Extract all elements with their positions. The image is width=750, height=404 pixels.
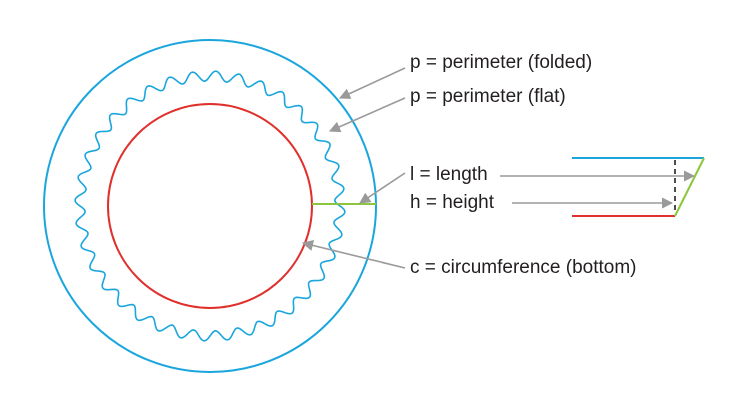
pointer-arrow-perimeter-folded <box>338 67 406 99</box>
label-perimeter-folded: p = perimeter (folded) <box>410 52 593 73</box>
wavy-circle-flat-perimeter <box>74 70 346 342</box>
label-height: h = height <box>410 192 494 213</box>
pointer-arrow-length <box>359 172 406 204</box>
pointer-arrow-perimeter-flat <box>328 97 406 133</box>
pointer-arrow-circumference <box>301 239 406 269</box>
label-perimeter-flat: p = perimeter (flat) <box>410 86 566 107</box>
label-length: l = length <box>410 164 488 185</box>
profile-slanted-side <box>674 157 705 217</box>
label-circumference: c = circumference (bottom) <box>410 257 637 278</box>
outer-circle-folded-perimeter <box>43 39 377 373</box>
inner-circle-circumference <box>107 103 313 309</box>
